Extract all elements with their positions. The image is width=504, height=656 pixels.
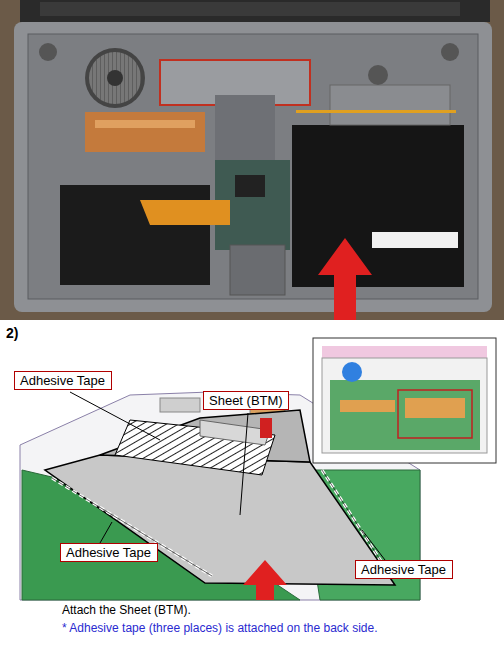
- callout-label: Sheet (BTM): [209, 393, 283, 408]
- callout-box: Sheet (BTM): [203, 391, 289, 410]
- laptop-photo: [0, 0, 504, 320]
- callout-label: Adhesive Tape: [361, 562, 447, 577]
- instruction-note: Attach the Sheet (BTM).: [62, 603, 191, 617]
- callout-label: Adhesive Tape: [20, 373, 106, 388]
- callout-box: Adhesive Tape: [60, 543, 158, 562]
- callout-box: Adhesive Tape: [355, 560, 453, 579]
- step-number: 2): [6, 325, 18, 341]
- instruction-note: * Adhesive tape (three places) is attach…: [62, 621, 378, 635]
- callout-label: Adhesive Tape: [66, 545, 152, 560]
- inset-map: [313, 338, 496, 463]
- callout-box: Adhesive Tape: [14, 371, 112, 390]
